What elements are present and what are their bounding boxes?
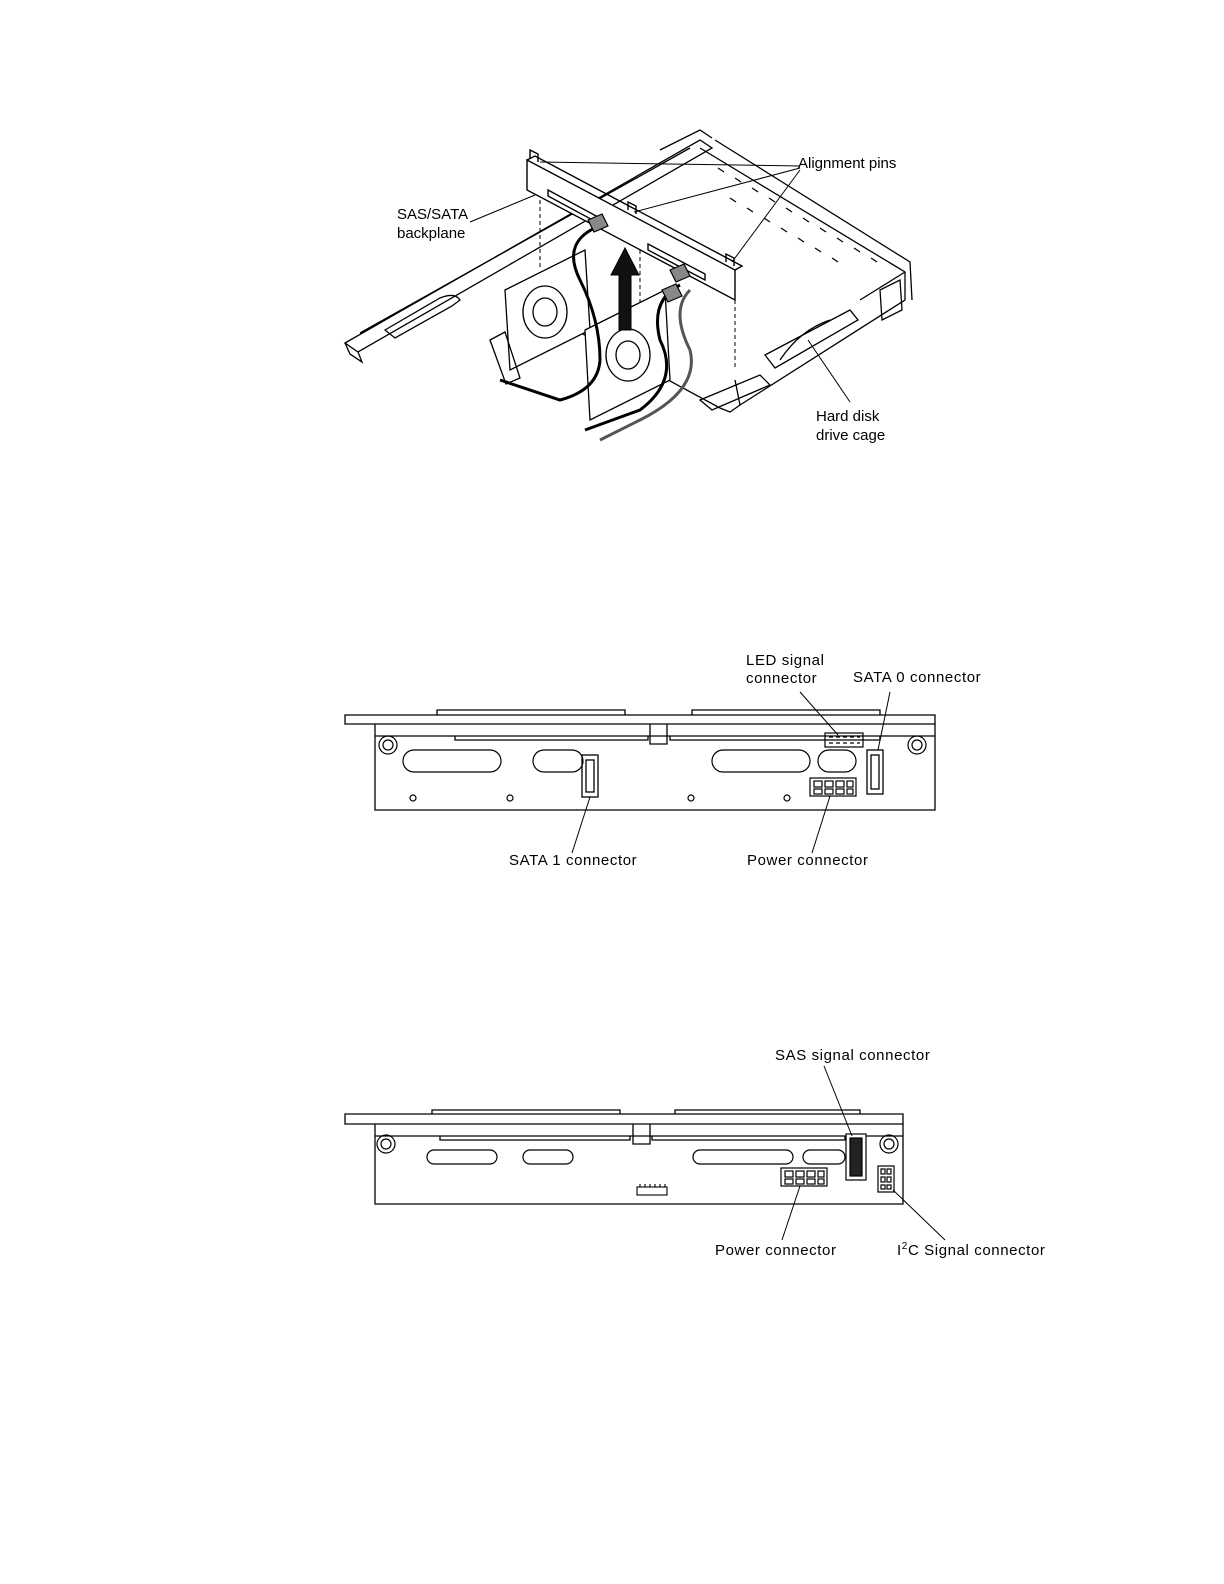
sas-signal-connector-shape (846, 1134, 866, 1180)
sata-power-connector-shape (810, 778, 856, 796)
label-sata-power: Power connector (747, 852, 869, 870)
i2c-connector-shape (878, 1166, 894, 1192)
label-backplane-line2: backplane (397, 225, 465, 243)
sas-board-cutouts (427, 1150, 845, 1164)
label-sata1: SATA 1 connector (509, 852, 637, 870)
label-sas-signal: SAS signal connector (775, 1047, 930, 1065)
sas-backplane-drawing (0, 1040, 1224, 1270)
figure-sas-backplane: SAS signal connector Power connector I2C… (0, 1040, 1224, 1270)
label-backplane-line1: SAS/SATA (397, 206, 468, 224)
sata-board-outline (345, 710, 935, 810)
small-header-shape (637, 1184, 667, 1195)
figure-sata-backplane: LED signal connector SATA 0 connector SA… (0, 640, 1224, 880)
label-led-line2: connector (746, 670, 817, 688)
sata1-connector-shape (582, 755, 598, 797)
sata-board-cutouts (403, 750, 856, 772)
label-i2c-signal: I2C Signal connector (897, 1242, 1046, 1260)
sata-backplane-drawing (0, 640, 1224, 880)
i2c-rest: C Signal connector (908, 1242, 1046, 1259)
sata0-connector-shape (867, 750, 883, 794)
figure-backplane-removal: Alignment pins SAS/SATA backplane Hard d… (0, 0, 1224, 470)
label-cage-line1: Hard disk (816, 408, 879, 426)
label-cage-line2: drive cage (816, 427, 885, 445)
label-sas-power: Power connector (715, 1242, 837, 1260)
label-sata0: SATA 0 connector (853, 669, 981, 687)
label-led-line1: LED signal (746, 652, 825, 670)
sas-power-connector-shape (781, 1168, 827, 1186)
backplane-removal-drawing (0, 0, 1224, 470)
fans (490, 250, 670, 420)
sas-board-outline (345, 1110, 903, 1204)
label-alignment-pins: Alignment pins (798, 155, 896, 173)
